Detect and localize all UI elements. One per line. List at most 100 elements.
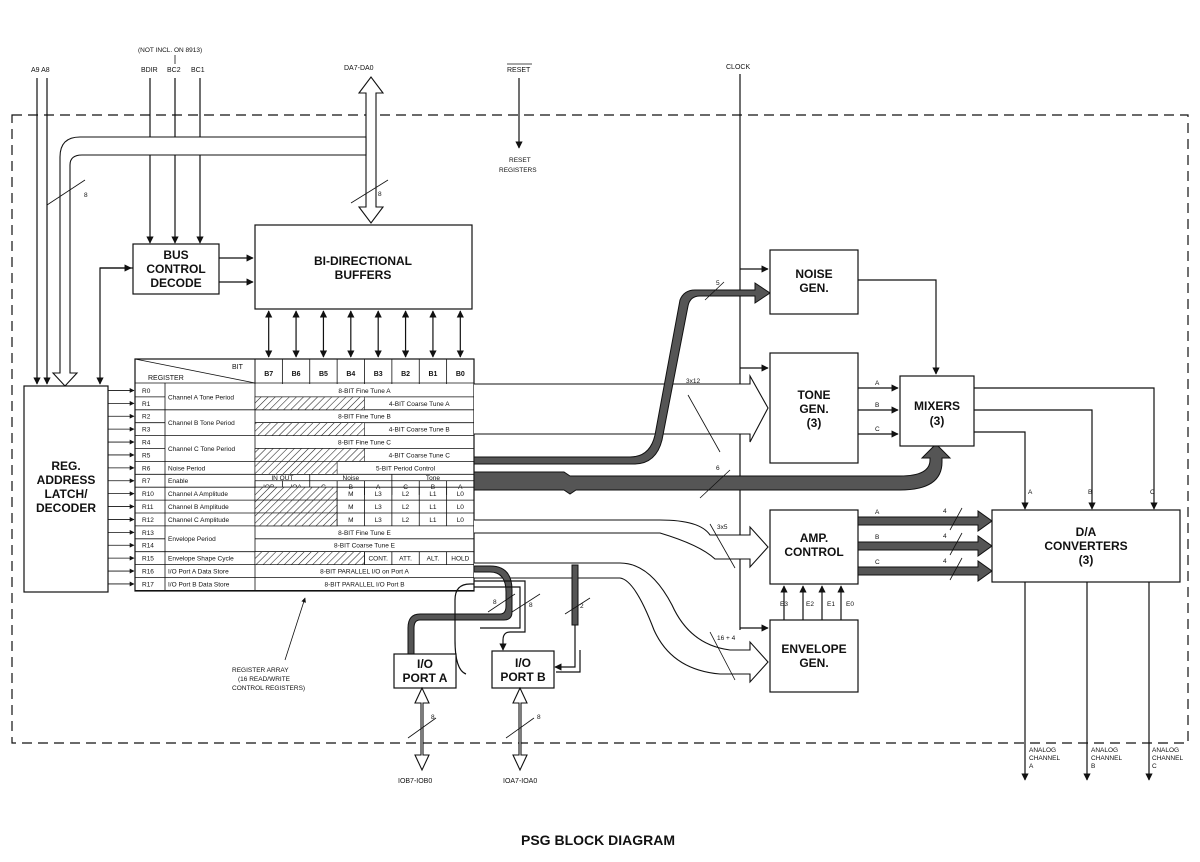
reset-label: RESET — [507, 67, 531, 74]
reg-label-r0: R0 — [142, 388, 151, 395]
reset-input: RESET RESET REGISTERS — [499, 63, 537, 174]
bit-header-b1: B1 — [428, 371, 437, 378]
r7-bit-4: A — [376, 484, 381, 491]
tone-out-b: B — [875, 402, 879, 409]
reg-label-r5: R5 — [142, 452, 151, 459]
analog-c-1: ANALOG — [1152, 747, 1179, 754]
not-incl-note: (NOT INCL. ON 8913) — [138, 47, 202, 54]
amp-out-a-width: 4 — [943, 508, 947, 515]
analog-a-3: A — [1029, 763, 1034, 770]
analog-a-2: CHANNEL — [1029, 755, 1060, 762]
bus-control-line3: DECODE — [150, 276, 201, 290]
reg-label-r10: R10 — [142, 491, 154, 498]
amp-control-line1: AMP. — [800, 531, 828, 545]
r7-bit-7: A — [458, 484, 463, 491]
pa-width: 8 — [493, 599, 497, 606]
ioa-ext-width: 8 — [537, 714, 541, 721]
bidirectional-buffers: BI-DIRECTIONAL BUFFERS — [254, 224, 473, 358]
reg-function-r17: I/O Port B Data Store — [168, 581, 230, 588]
reg-content-r16: 8-BIT PARALLEL I/O on Port A — [320, 568, 409, 575]
address-bus: 8 — [46, 136, 367, 387]
r15-bit-3: HOLD — [451, 556, 469, 563]
amp-bit-r11-0: M — [348, 504, 353, 511]
reg-content-r0: 8-BIT Fine Tune A — [338, 388, 391, 395]
analog-b-1: ANALOG — [1091, 747, 1118, 754]
reg-content-r3: 4-BIT Coarse Tune B — [389, 427, 450, 434]
env-gen-line2: GEN. — [799, 656, 828, 670]
analog-b-3: B — [1091, 763, 1095, 770]
reg-label-r1: R1 — [142, 401, 151, 408]
envelope-generator: ENVELOPE GEN. — [769, 619, 859, 693]
bdir-label: BDIR — [141, 67, 158, 74]
reg-function-r12: Channel C Amplitude — [168, 517, 229, 524]
r7-bit-6: B — [431, 484, 435, 491]
amp-bit-r12-4: L0 — [457, 517, 465, 524]
da-line1: D/A — [1076, 525, 1097, 539]
amp-out-a: A — [875, 509, 880, 516]
bit-header: BIT — [232, 364, 244, 371]
register-header: REGISTER — [148, 375, 184, 382]
amp-bit-r11-3: L1 — [429, 504, 437, 511]
reg-function-r6: Noise Period — [168, 465, 206, 472]
bc2-label: BC2 — [167, 67, 181, 74]
noise-width: 5 — [716, 280, 720, 287]
a9a8-label: A9 A8 — [31, 67, 50, 74]
amp-bit-r10-4: L0 — [457, 491, 465, 498]
reg-label-r3: R3 — [142, 427, 151, 434]
tone-width: 3x12 — [686, 378, 700, 385]
r7-width: 2 — [580, 603, 584, 610]
reg-label-r12: R12 — [142, 517, 154, 524]
reg-content-r2: 8-BIT Fine Tune B — [338, 414, 391, 421]
reg-label-r2: R2 — [142, 414, 151, 421]
buffers-line1: BI-DIRECTIONAL — [314, 254, 412, 268]
e2-label: E2 — [806, 601, 814, 608]
mixer-bus: 6 — [473, 443, 952, 499]
e3-label: E3 — [780, 601, 788, 608]
bit-header-b7: B7 — [264, 371, 273, 378]
chip-boundary — [11, 114, 1189, 744]
r7-io-enable: 2 — [554, 564, 591, 671]
bit-header-b3: B3 — [374, 371, 383, 378]
analog-b-2: CHANNEL — [1091, 755, 1122, 762]
bus-control-line1: BUS — [163, 248, 188, 262]
bus-control-line2: CONTROL — [146, 262, 205, 276]
pb-width: 8 — [529, 602, 533, 609]
r15-bit-0: CONT. — [368, 556, 388, 563]
amp-control: AMP. CONTROL A B C 4 4 4 — [769, 507, 993, 585]
tone-bus: 3x12 — [474, 373, 769, 453]
tone-out-a: A — [875, 380, 880, 387]
e1-label: E1 — [827, 601, 835, 608]
amp-bit-r12-2: L2 — [402, 517, 410, 524]
diagram-title: PSG BLOCK DIAGRAM — [521, 832, 675, 848]
bit-header-b4: B4 — [346, 371, 355, 378]
ioa-bus-label: IOA7-IOA0 — [503, 778, 537, 785]
mixers-line2: (3) — [930, 414, 945, 428]
amp-bit-r11-4: L0 — [457, 504, 465, 511]
da-bus-label: DA7-DA0 — [344, 65, 374, 72]
io-port-a: I/O PORT A 8 IOB7-IOB0 — [393, 653, 457, 785]
noise-bus: 5 — [473, 280, 771, 465]
latch-line2: ADDRESS — [37, 473, 96, 487]
amp-bit-r12-0: M — [348, 517, 353, 524]
reset-registers-line1: RESET — [509, 157, 531, 164]
reg-label-r14: R14 — [142, 543, 154, 550]
mix-out-b: B — [1088, 489, 1092, 496]
reg-content-r6: 5-BIT Period Control — [376, 465, 436, 472]
da-line2: CONVERTERS — [1044, 539, 1127, 553]
bit-header-b0: B0 — [456, 371, 465, 378]
tone-generator: TONE GEN. (3) A B C — [769, 352, 899, 464]
analog-c-2: CHANNEL — [1152, 755, 1183, 762]
reg-function-r10: Channel A Amplitude — [168, 491, 228, 498]
reg-label-r17: R17 — [142, 581, 154, 588]
envelope-bus: 16 + 4 — [474, 562, 769, 684]
iob-ext-width: 8 — [431, 714, 435, 721]
port-a-line2: PORT A — [403, 671, 448, 685]
amp-control-line2: CONTROL — [784, 545, 843, 559]
addr-width: 8 — [84, 192, 88, 199]
reset-registers-line2: REGISTERS — [499, 167, 537, 174]
tone-gen-line3: (3) — [807, 416, 822, 430]
r15-bit-2: ALT. — [427, 556, 440, 563]
reg-content-r1: 4-BIT Coarse Tune A — [389, 401, 450, 408]
